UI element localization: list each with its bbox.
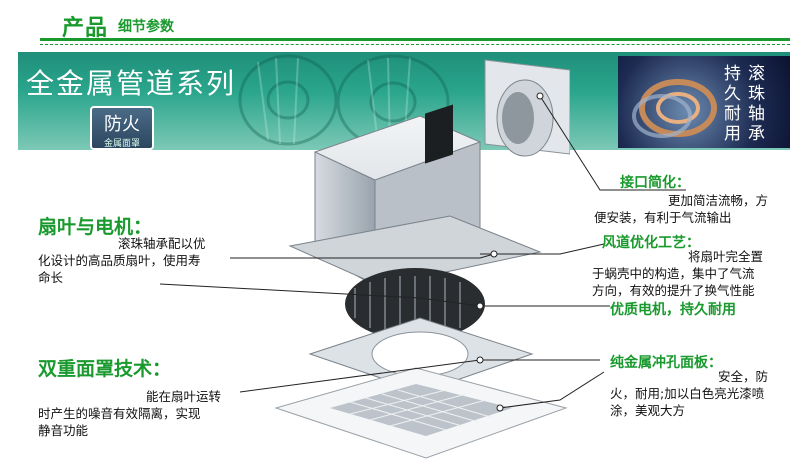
double-cover-title: 双重面罩技术：: [38, 358, 172, 380]
panel-line-2: 火，耐用;加以白色亮光漆喷: [610, 386, 765, 401]
exhaust-fan-illustration: [274, 59, 570, 459]
duct-line-3: 方向，有效的提升了换气性能: [592, 283, 755, 298]
fan-motor-line-3: 命长: [38, 270, 64, 285]
badge-main-text: 防火: [104, 114, 140, 135]
badge-sub-text: 金属面罩: [103, 139, 140, 149]
header-dashed-rule: [40, 44, 790, 45]
bearing-text-col2: 滚珠轴承: [748, 64, 765, 144]
fan-motor-line-1: 滚珠轴承配以优: [118, 236, 206, 251]
double-cover-line-2: 时产生的噪音有效隔离，实现: [38, 406, 201, 421]
fan-motor-title: 扇叶与电机：: [38, 216, 153, 238]
double-cover-line-1: 能在扇叶运转: [146, 389, 222, 404]
motor-title: 优质电机，持久耐用: [610, 302, 736, 318]
double-cover-line-3: 静音功能: [38, 423, 89, 438]
interface-title: 接口简化：: [620, 175, 690, 191]
fireproof-badge: 防火 金属面罩: [90, 106, 154, 150]
bearing-panel: [618, 56, 790, 148]
panel-line-1: 安全，防: [718, 369, 769, 384]
banner-fan-wheels-illustration: [238, 54, 450, 150]
fan-motor-line-2: 化设计的高品质扇叶，使用寿: [38, 253, 201, 268]
banner-title: 全金属管道系列: [26, 67, 237, 100]
interface-line-1: 更加简洁流畅，方: [668, 193, 769, 208]
duct-line-1: 将扇叶完全置: [688, 249, 764, 264]
duct-line-2: 于蜗壳中的构造，集中了气流: [592, 266, 755, 281]
header-rule: [40, 38, 790, 41]
bearing-illustration: [632, 79, 717, 138]
duct-title: 风道优化工艺：: [602, 235, 700, 251]
header-title: 产品: [62, 16, 109, 41]
header-subtitle: 细节参数: [118, 19, 174, 35]
panel-line-3: 涂，美观大方: [610, 403, 686, 418]
panel-title: 纯金属冲孔面板：: [610, 355, 722, 371]
interface-line-2: 便安装，有利于气流输出: [594, 210, 732, 225]
bearing-text-col1: 持久耐用: [724, 64, 741, 144]
